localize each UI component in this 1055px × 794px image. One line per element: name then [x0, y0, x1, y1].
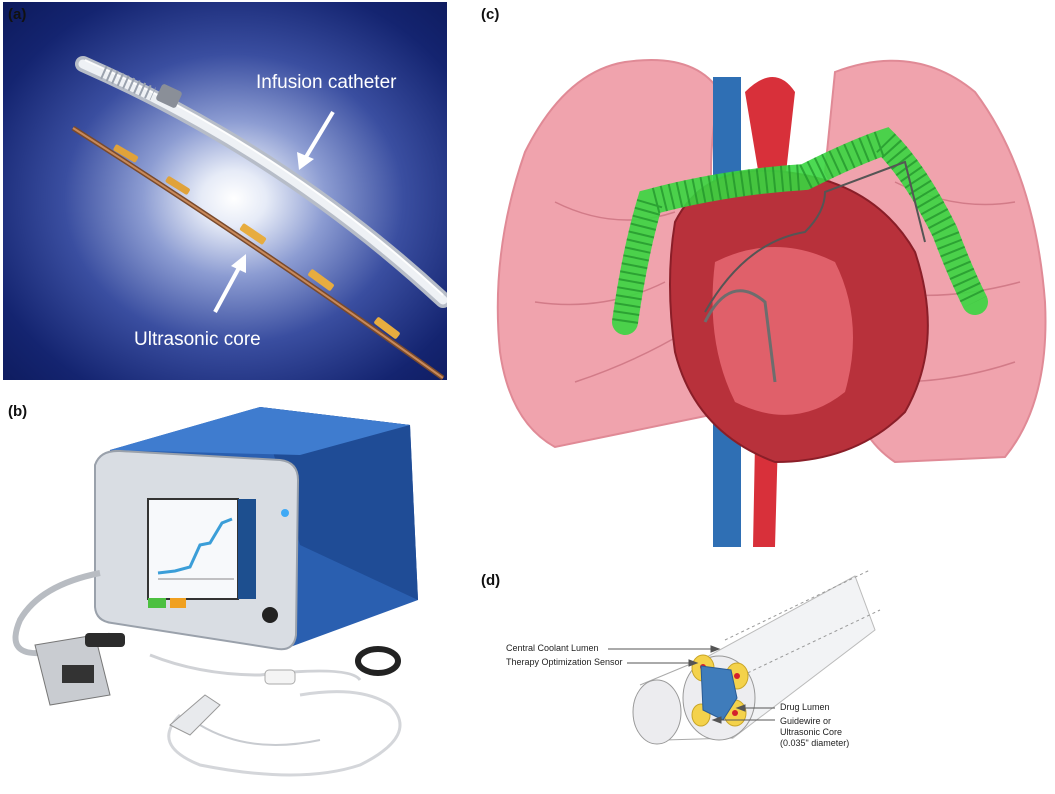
connector-box [34, 633, 125, 706]
device-screen [147, 498, 256, 600]
therapy-optimization-sensor-label: Therapy Optimization Sensor [506, 657, 623, 667]
heart [669, 169, 929, 464]
infusion-catheter-label: Infusion catheter [256, 72, 397, 93]
catheter-hub [169, 669, 296, 736]
ultrasonic-core-label: Ultrasonic core [134, 329, 261, 350]
catheter-cylinder [632, 569, 881, 745]
guidewire-label-line2: Ultrasonic Core [780, 727, 843, 737]
infusion-catheter [75, 56, 447, 308]
catheter-photo-panel: Infusion catheter Ultrasonic core [3, 2, 447, 380]
heart-lung-panel [475, 2, 1055, 547]
panel-label-a: (a) [8, 6, 27, 23]
catheter-path [704, 160, 926, 313]
panel-label-c: (c) [481, 6, 500, 23]
panel-label-b: (b) [8, 403, 28, 420]
orange-button [170, 598, 186, 608]
panel-label-d: (d) [481, 572, 501, 589]
power-indicator [281, 509, 289, 517]
guidewire-label-line1: Guidewire or [780, 716, 832, 726]
control-unit-illustration [12, 407, 418, 777]
central-coolant-lumen-label: Central Coolant Lumen [506, 643, 599, 653]
arrow-to-core [213, 254, 246, 313]
ultrasonic-core [71, 125, 445, 380]
power-knob [262, 607, 278, 623]
control-unit-panel [0, 395, 470, 789]
cross-section-illustration [608, 569, 881, 745]
leader-lines [608, 645, 775, 724]
green-button [148, 598, 166, 608]
catheter-illustration [71, 56, 447, 380]
guidewire-label-line3: (0.035" diameter) [780, 738, 850, 748]
pulmonary-arteries [612, 127, 988, 335]
arrow-to-catheter [297, 110, 335, 170]
drug-lumen-label: Drug Lumen [780, 702, 830, 712]
cross-section-panel: Central Coolant Lumen Therapy Optimizati… [475, 569, 1055, 789]
sensor-clip [355, 646, 401, 676]
heart-lung-illustration [496, 59, 1047, 547]
